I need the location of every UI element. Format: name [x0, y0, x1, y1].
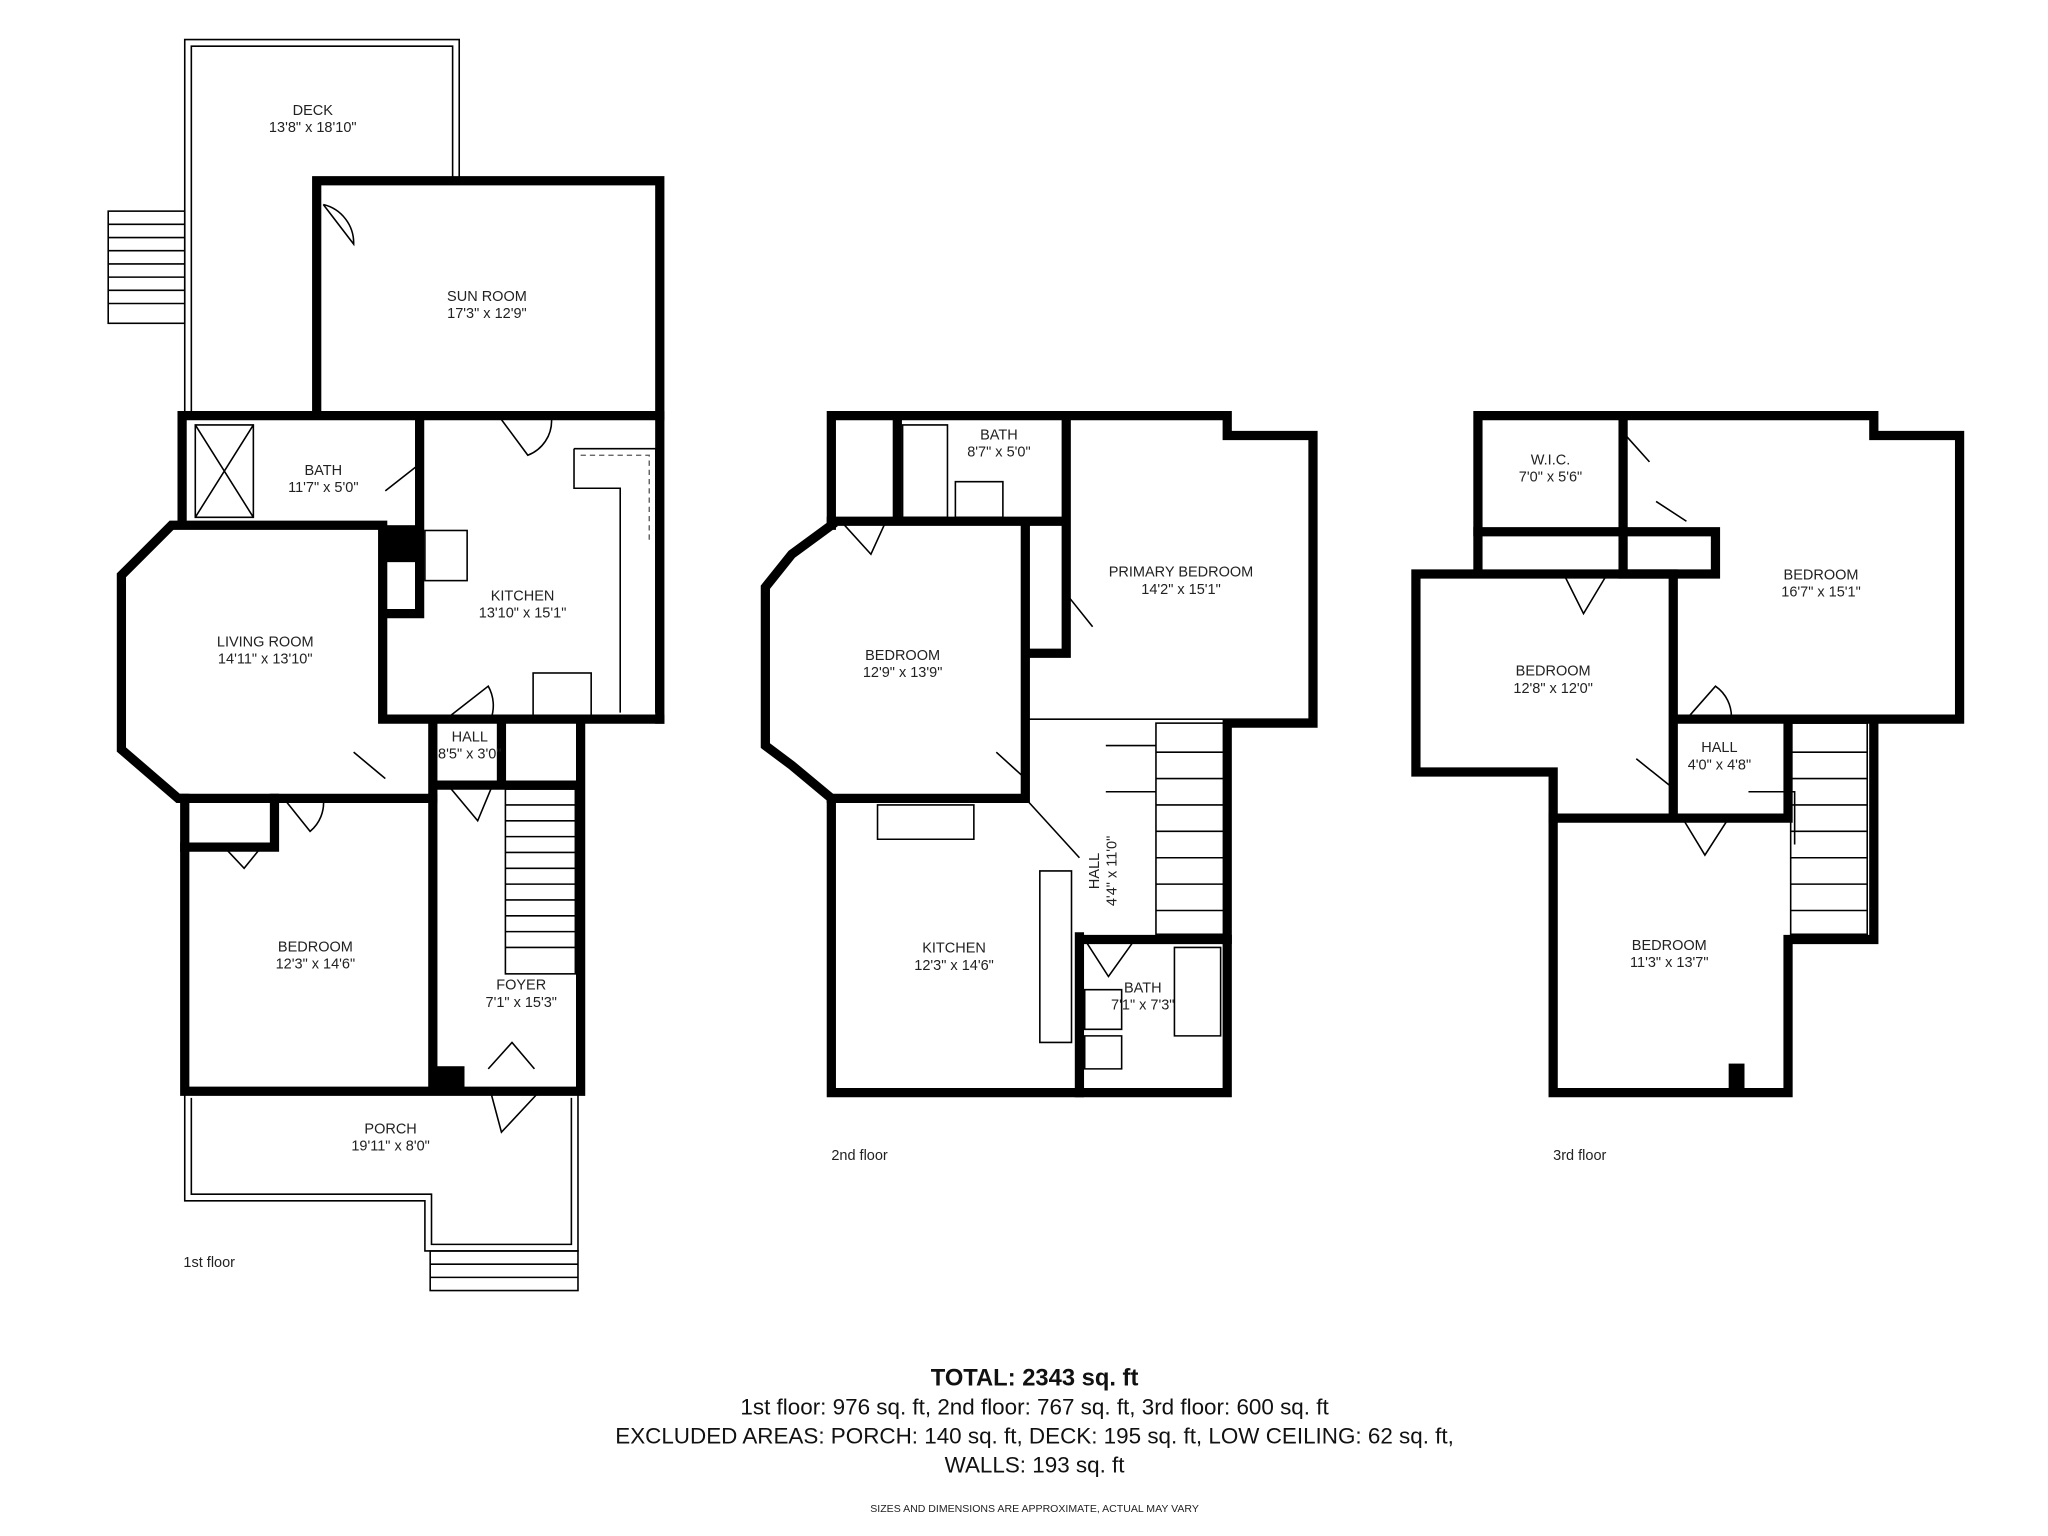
room-dims-deck: 13'8" x 18'10" [269, 120, 357, 136]
room-name-bedroom: BEDROOM [278, 939, 353, 955]
room-dims-primary-bedroom: 14'2" x 15'1" [1141, 582, 1221, 598]
shower [194, 424, 255, 519]
closet-walls [180, 793, 280, 852]
third-floor-plan [1411, 411, 1965, 1098]
room-dims-kitchen: 13'10" x 15'1" [479, 606, 567, 622]
room-dims-bedroom-3: 11'3" x 13'7" [1630, 955, 1708, 971]
room-name-bath: BATH [304, 463, 342, 479]
door-swings [843, 524, 1136, 978]
room-name-hall: HALL [452, 730, 488, 746]
door-swings [223, 203, 553, 1134]
room-name-bath: BATH [980, 427, 1018, 443]
room-dims-bedroom: 12'3" x 14'6" [276, 957, 356, 973]
room-dims-kitchen: 12'3" x 14'6" [914, 958, 994, 974]
room-name-kitchen: KITCHEN [922, 941, 986, 957]
main-walls [116, 411, 665, 803]
room-dims-hall: 8'5" x 3'0" [438, 747, 501, 763]
room-name-bedroom-1: BEDROOM [1784, 567, 1859, 583]
room-dims-wic: 7'0" x 5'6" [1519, 470, 1582, 486]
fridge [532, 672, 592, 720]
bedroom-foyer-walls [180, 714, 586, 1096]
door-swings [1563, 434, 1733, 857]
kitchen-counter [573, 447, 657, 713]
room-dims-porch: 19'11" x 8'0" [351, 1139, 429, 1155]
room-dims-hall: 4'0" x 4'8" [1688, 757, 1751, 773]
room-name-bedroom-2: BEDROOM [1516, 664, 1591, 680]
floor-label-third: 3rd floor [1553, 1148, 1606, 1164]
deck-stairs [107, 210, 186, 325]
room-dims-bath: 11'7" x 5'0" [288, 480, 358, 496]
foyer-stairs [504, 788, 577, 975]
room-name-living-room: LIVING ROOM [217, 635, 314, 651]
porch-steps [429, 1250, 579, 1292]
room-name-hall: HALL [1087, 853, 1103, 889]
room-name-sun-room: SUN ROOM [447, 289, 527, 305]
room-name-hall: HALL [1701, 740, 1737, 756]
interior-walls [826, 411, 1232, 1098]
stove [424, 529, 468, 582]
room-dims-bath: 8'7" x 5'0" [967, 445, 1030, 461]
room-name-deck: DECK [293, 103, 334, 119]
room-name-bath-2: BATH [1124, 980, 1162, 996]
excluded-areas: EXCLUDED AREAS: PORCH: 140 sq. ft, DECK:… [615, 1424, 1454, 1449]
third-stairs [1748, 722, 1869, 936]
area-summary: TOTAL: 2343 sq. ft 1st floor: 976 sq. ft… [615, 1365, 1454, 1516]
deck-outline [183, 38, 461, 412]
outer-walls [1411, 411, 1965, 1098]
room-dims-hall: 4'4" x 11'0" [1104, 836, 1120, 906]
second-stairs [1105, 722, 1226, 936]
first-floor-plan [107, 38, 665, 1292]
kitchen-dash [580, 454, 650, 542]
room-labels-third-floor: W.I.C. 7'0" x 5'6" BEDROOM 16'7" x 15'1"… [1513, 452, 1860, 1163]
walls-area: WALLS: 193 sq. ft [945, 1453, 1126, 1478]
stair-hall-line [1024, 718, 1313, 859]
room-dims-sun-room: 17'3" x 12'9" [447, 306, 527, 322]
room-name-bedroom: BEDROOM [865, 648, 940, 664]
interior-walls [1473, 411, 1879, 823]
room-name-porch: PORCH [364, 1122, 416, 1138]
porch-outline [183, 1091, 579, 1252]
sun-room-walls [312, 176, 665, 724]
room-name-primary-bedroom: PRIMARY BEDROOM [1109, 565, 1254, 581]
room-dims-foyer: 7'1" x 15'3" [486, 995, 557, 1011]
total-area: TOTAL: 2343 sq. ft [931, 1365, 1139, 1392]
column-block [1728, 1063, 1745, 1093]
room-name-bedroom-3: BEDROOM [1632, 938, 1707, 954]
floor-label-first: 1st floor [183, 1255, 235, 1271]
room-dims-living-room: 14'11" x 13'10" [218, 652, 313, 668]
floor-label-second: 2nd floor [831, 1148, 888, 1164]
room-name-wic: W.I.C. [1531, 452, 1570, 468]
closet-block [435, 1066, 465, 1092]
room-labels-first-floor: DECK 13'8" x 18'10" SUN ROOM 17'3" x 12'… [183, 103, 566, 1271]
room-dims-bedroom-1: 16'7" x 15'1" [1781, 584, 1861, 600]
room-labels-second-floor: BATH 8'7" x 5'0" PRIMARY BEDROOM 14'2" x… [831, 427, 1253, 1163]
disclaimer: SIZES AND DIMENSIONS ARE APPROXIMATE, AC… [870, 1503, 1199, 1515]
deck-inner-outline [190, 45, 454, 412]
second-floor-plan [760, 411, 1318, 1098]
room-dims-bath-2: 7'1" x 7'3" [1111, 997, 1174, 1013]
chimney [382, 525, 420, 563]
kitchen-counter [876, 804, 1073, 1044]
outer-walls [760, 411, 1318, 1098]
room-dims-bedroom: 12'9" x 13'9" [863, 665, 943, 681]
room-name-kitchen: KITCHEN [491, 588, 555, 604]
bath-fixtures [901, 424, 1222, 1070]
room-name-foyer: FOYER [496, 978, 546, 994]
room-dims-bedroom-2: 12'8" x 12'0" [1513, 681, 1593, 697]
floor-areas: 1st floor: 976 sq. ft, 2nd floor: 767 sq… [740, 1395, 1329, 1420]
